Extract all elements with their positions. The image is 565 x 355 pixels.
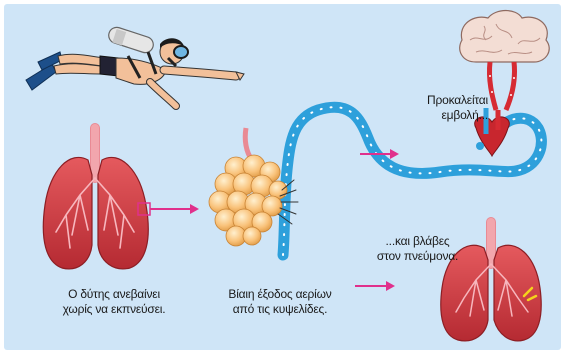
diver <box>26 25 244 106</box>
lungs-left <box>43 128 150 269</box>
caption-gas-exit: Βίαιη έξοδος αερίων από τις κυψελίδες. <box>210 287 350 317</box>
arrow-to-alveoli <box>150 204 199 214</box>
caption-embolism: Προκαλείται εμβολή... <box>368 93 488 123</box>
arrow-to-lung-damage <box>355 281 395 291</box>
caption-lung-damage: ...και βλάβες στον πνεύμονα. <box>355 234 480 264</box>
caption-diver-ascends: Ο δύτης ανεβαίνει χωρίς να εκπνεύσει. <box>44 287 184 317</box>
